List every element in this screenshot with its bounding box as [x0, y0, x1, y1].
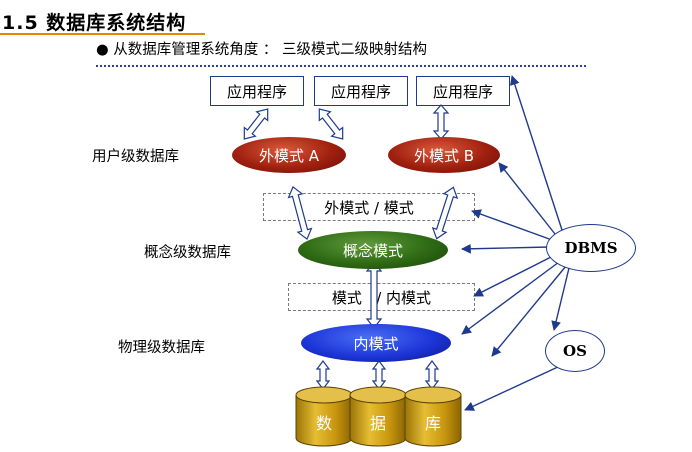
app-box-3: 应用程序 — [416, 76, 510, 106]
level-label-concept: 概念级数据库 — [144, 245, 231, 261]
database-label-2: 据 — [369, 414, 386, 433]
app-box-2: 应用程序 — [314, 76, 408, 106]
subtitle: ● 从数据库管理系统角度 ： 三级模式二级映射结构 — [96, 42, 427, 58]
dbms-node: DBMS — [546, 224, 636, 272]
database-label-3: 库 — [424, 414, 441, 433]
external-schema-b: 外模式 B — [388, 137, 500, 173]
page-title: 1.5 数据库系统结构 — [2, 12, 187, 34]
level-label-physical: 物理级数据库 — [118, 340, 205, 356]
subtitle-dotted-rule — [96, 65, 586, 67]
app-box-1: 应用程序 — [210, 76, 304, 106]
mapping-concept-internal: 模式 / 内模式 — [288, 283, 475, 311]
database-cylinders — [295, 386, 462, 447]
title-underline — [0, 33, 205, 35]
level-label-user: 用户级数据库 — [92, 149, 179, 165]
database-label-1: 数 — [315, 414, 332, 433]
os-node: OS — [545, 330, 605, 372]
conceptual-schema: 概念模式 — [298, 231, 448, 269]
external-schema-a: 外模式 A — [232, 137, 346, 173]
internal-schema: 内模式 — [301, 324, 451, 362]
